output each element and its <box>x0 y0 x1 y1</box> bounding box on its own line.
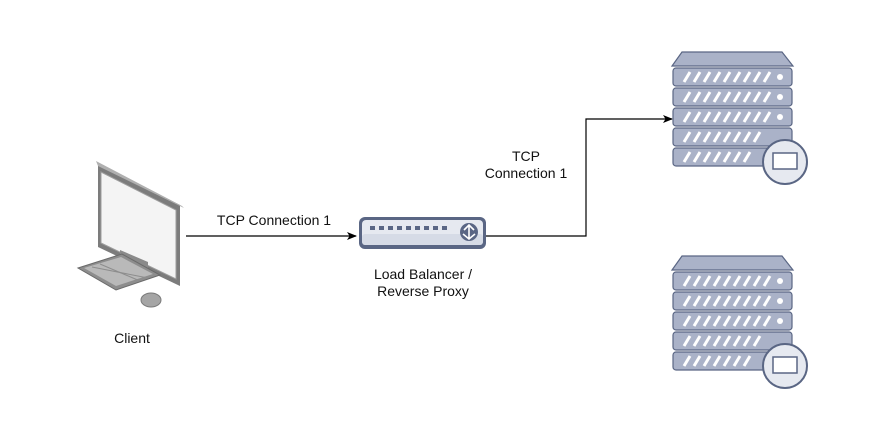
server-bottom <box>670 255 808 389</box>
server-rack-icon <box>670 255 808 389</box>
load-balancer-label: Load Balancer / Reverse Proxy <box>350 266 496 300</box>
server-rack-icon <box>670 51 808 185</box>
edge-label-line2: Connection 1 <box>484 165 568 181</box>
load-balancer-label-line2: Reverse Proxy <box>377 283 469 299</box>
edge-label-line1: TCP <box>512 148 540 164</box>
edge-label-lb-to-server: TCP Connection 1 <box>466 148 586 182</box>
network-switch-icon <box>359 217 486 249</box>
load-balancer-label-line1: Load Balancer / <box>373 266 473 282</box>
desktop-computer-icon <box>76 161 184 308</box>
server-top <box>670 51 808 185</box>
client-label: Client <box>114 330 150 346</box>
edge-label-client-to-lb: TCP Connection 1 <box>216 212 332 228</box>
edge-lb-to-server <box>486 115 673 237</box>
